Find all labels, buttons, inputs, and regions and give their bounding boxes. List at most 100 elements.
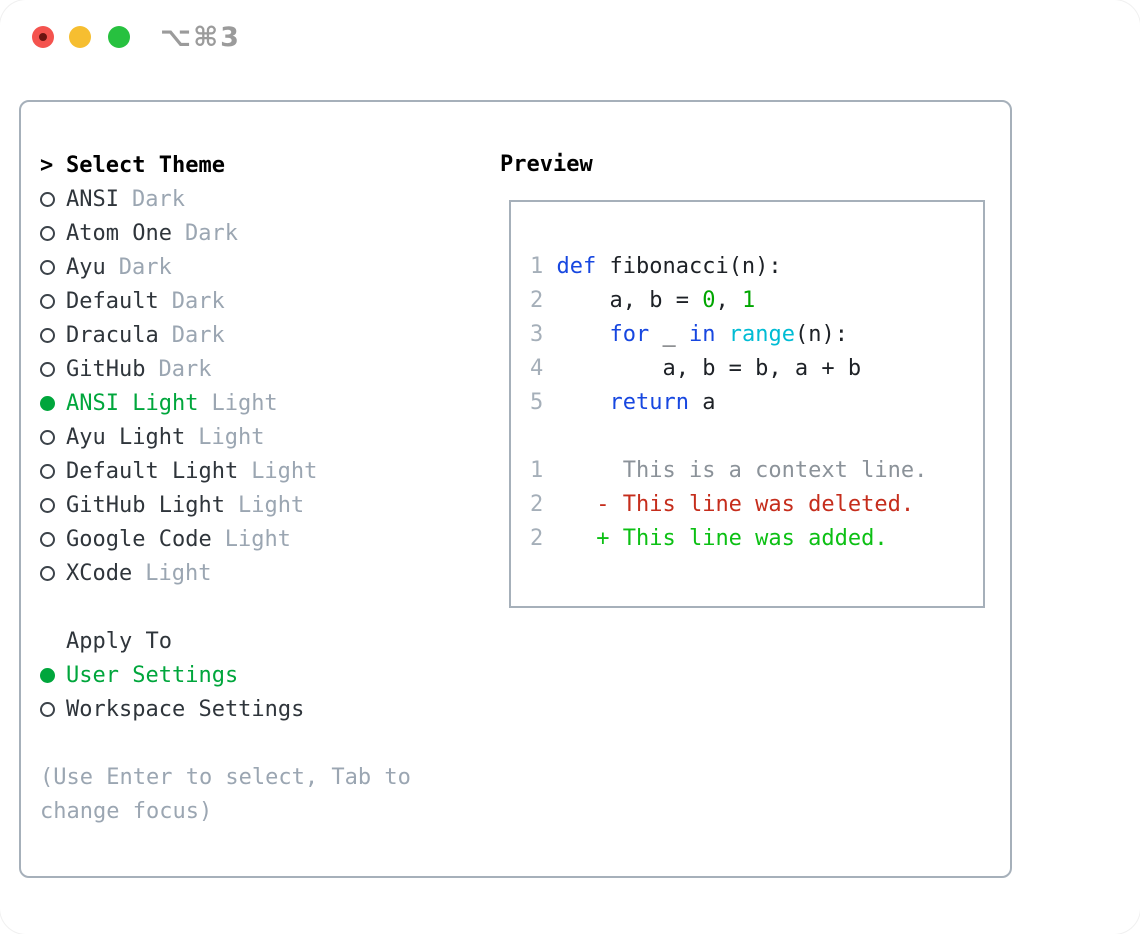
- help-text-line: change focus): [40, 798, 213, 824]
- code-line: 3 for _ in range(n):: [530, 318, 927, 352]
- code-segment-lineno: 1: [530, 254, 557, 279]
- spacer-row: [40, 590, 411, 624]
- close-dot-icon: [39, 33, 47, 41]
- theme-item-tag: Dark: [131, 186, 185, 212]
- code-segment-plain: a, b =: [556, 288, 703, 313]
- code-segment-fn: range: [728, 322, 795, 347]
- theme-item[interactable]: Default Light Light: [40, 454, 411, 488]
- code-segment-add: + This line was added.: [556, 526, 888, 551]
- theme-item-label: Default Light: [66, 458, 239, 484]
- code-segment-lineno: 2: [530, 526, 557, 551]
- code-segment-ctx: This is a context line.: [556, 458, 928, 483]
- theme-item-label: GitHub Light: [66, 492, 225, 518]
- zoom-button[interactable]: [108, 26, 130, 48]
- theme-item-label: Google Code: [66, 526, 212, 552]
- code-segment-plain: ,: [715, 288, 742, 313]
- theme-item[interactable]: Google Code Light: [40, 522, 411, 556]
- keyboard-shortcut-label: ⌥⌘3: [160, 22, 241, 53]
- code-line: 2 + This line was added.: [530, 522, 927, 556]
- theme-item-tag: Light: [145, 560, 212, 586]
- theme-item-tag: Dark: [171, 288, 225, 314]
- radio-icon: [40, 225, 55, 241]
- radio-cell: [40, 565, 66, 581]
- spacer-row: [40, 726, 411, 760]
- theme-item-tag: Light: [237, 492, 305, 518]
- radio-icon: [40, 497, 55, 513]
- radio-icon: [40, 565, 55, 581]
- theme-item-label: ANSI: [66, 186, 119, 212]
- close-button[interactable]: [32, 26, 54, 48]
- code-segment-plain: _: [649, 322, 689, 347]
- theme-item-label: XCode: [66, 560, 133, 586]
- theme-item[interactable]: Default Dark: [40, 284, 411, 318]
- radio-selected-icon: [40, 667, 55, 683]
- radio-cell: [40, 497, 66, 513]
- theme-item-label: Default: [66, 288, 159, 314]
- radio-cell: [40, 395, 66, 411]
- radio-icon: [40, 191, 55, 207]
- code-segment-lineno: 3: [530, 322, 557, 347]
- code-segment-kw: return: [609, 390, 689, 415]
- code-line: 5 return a: [530, 386, 927, 420]
- radio-cell: [40, 259, 66, 275]
- radio-icon: [40, 293, 55, 309]
- minimize-button[interactable]: [69, 26, 91, 48]
- theme-item[interactable]: ANSI Light Light: [40, 386, 411, 420]
- code-segment-lineno: 2: [530, 288, 557, 313]
- theme-item[interactable]: ANSI Dark: [40, 182, 411, 216]
- theme-item-label: GitHub: [66, 356, 146, 382]
- theme-item[interactable]: Atom One Dark: [40, 216, 411, 250]
- code-segment-del: - This line was deleted.: [556, 492, 915, 517]
- radio-cell: [40, 701, 66, 717]
- theme-item-tag: Dark: [118, 254, 172, 280]
- code-segment-plain: a, b = b, a + b: [556, 356, 862, 381]
- radio-cell: [40, 191, 66, 207]
- code-line: 2 - This line was deleted.: [530, 488, 927, 522]
- theme-item-label: ANSI Light: [66, 390, 199, 416]
- theme-item[interactable]: Dracula Dark: [40, 318, 411, 352]
- apply-to-option[interactable]: Workspace Settings: [40, 692, 411, 726]
- theme-item-tag: Light: [251, 458, 318, 484]
- theme-item[interactable]: XCode Light: [40, 556, 411, 590]
- radio-selected-icon: [40, 395, 55, 411]
- code-segment-num: 0: [702, 288, 716, 313]
- apply-to-option-label: User Settings: [66, 662, 239, 688]
- theme-item[interactable]: GitHub Light Light: [40, 488, 411, 522]
- radio-cell: [40, 361, 66, 377]
- radio-cell: [40, 667, 66, 683]
- apply-to-option-label: Workspace Settings: [66, 696, 305, 722]
- radio-icon: [40, 701, 55, 717]
- radio-icon: [40, 531, 55, 547]
- theme-item-tag: Light: [224, 526, 291, 552]
- theme-item-label: Dracula: [66, 322, 159, 348]
- radio-icon: [40, 327, 55, 343]
- code-line: 4 a, b = b, a + b: [530, 352, 927, 386]
- code-segment-plain: fibonacci(n):: [609, 254, 782, 279]
- theme-item-tag: Light: [211, 390, 278, 416]
- code-segment-kw: for: [609, 322, 650, 347]
- cursor-prompt-icon: >: [40, 152, 54, 178]
- code-blank-line: [530, 420, 927, 454]
- code-segment-lineno: 2: [530, 492, 557, 517]
- radio-cell: [40, 225, 66, 241]
- theme-item-tag: Dark: [171, 322, 225, 348]
- theme-item-tag: Dark: [184, 220, 238, 246]
- radio-cell: [40, 531, 66, 547]
- apply-to-header: Apply To: [66, 628, 172, 654]
- apply-to-option[interactable]: User Settings: [40, 658, 411, 692]
- theme-item-label: Ayu Light: [66, 424, 186, 450]
- code-segment-kw: in: [688, 322, 716, 347]
- code-segment-plain: (n):: [794, 322, 848, 347]
- theme-list-header-row: >Select Theme: [40, 148, 411, 182]
- code-segment-lineno: 1: [530, 458, 557, 483]
- code-segment-num: 1: [741, 288, 756, 313]
- theme-item-label: Atom One: [66, 220, 172, 246]
- code-line: 1 This is a context line.: [530, 454, 927, 488]
